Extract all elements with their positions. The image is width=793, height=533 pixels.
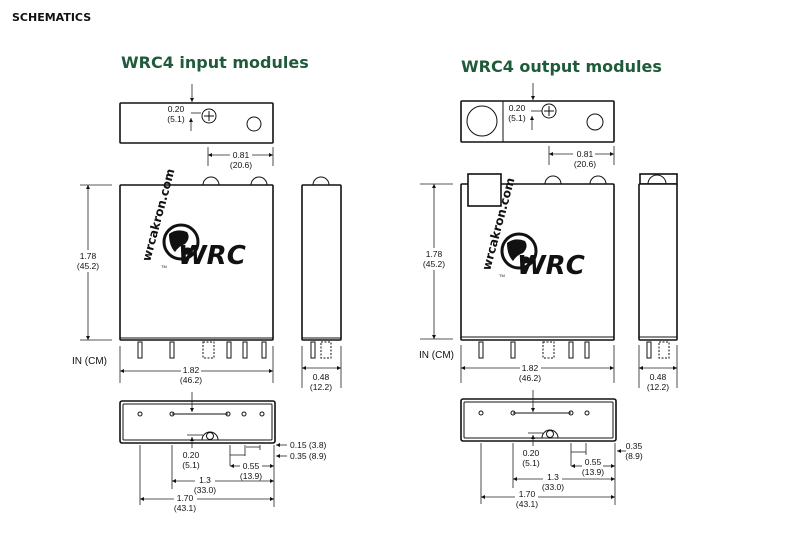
input-top-view: 0.20 (5.1) 0.81 (20.6) (119, 84, 274, 170)
dim-label: (33.0) (542, 482, 564, 492)
input-module-title: WRC4 input modules (121, 53, 309, 72)
dim-label: 0.15 (3.8) (290, 440, 327, 450)
output-front-view: wrcakron.com WRC TM 1.78 (45.2) IN (CM) (419, 173, 615, 383)
dim-label: (43.1) (516, 499, 538, 509)
screw-terminal-icon (541, 103, 557, 119)
logo-tm: TM (499, 273, 505, 278)
dim-label: 1.78 (426, 249, 443, 259)
relay-housing (467, 173, 502, 207)
dim-label: 1.82 (522, 363, 539, 373)
input-module: WRC4 input modules 0.20 (5.1) 0.81 (20.6… (72, 53, 342, 513)
led-hole (586, 113, 604, 131)
dim-label: (46.2) (180, 375, 202, 385)
dim-label: 1.3 (547, 472, 559, 482)
dim-label: (12.2) (310, 382, 332, 392)
dim-label: 1.70 (519, 489, 536, 499)
input-bottom-view: 0.20 (5.1) 0.15 (3.8) 0.35 (8.9) 0.55 (1… (119, 392, 327, 513)
pins (478, 341, 590, 359)
output-top-view: 0.20 (5.1) 0.81 (20.6) (460, 83, 615, 169)
dim-label: (46.2) (519, 373, 541, 383)
dim-label: (20.6) (230, 160, 252, 170)
pins (137, 341, 267, 359)
dim-label: 0.81 (577, 149, 594, 159)
screw-terminal-icon (201, 108, 217, 124)
dim-label: 0.55 (243, 461, 260, 471)
dim-label: (5.1) (522, 458, 540, 468)
output-module-title: WRC4 output modules (461, 57, 662, 76)
section-heading: SCHEMATICS (12, 11, 91, 24)
units-label: IN (CM) (72, 356, 107, 367)
dim-label: (43.1) (174, 503, 196, 513)
units-label: IN (CM) (419, 350, 454, 361)
dim-label: (5.1) (167, 114, 185, 124)
logo-brand: WRC (517, 251, 585, 281)
dim-label: 0.55 (585, 457, 602, 467)
dim-label: 1.3 (199, 475, 211, 485)
led-hole (246, 116, 262, 132)
relay-window (466, 105, 498, 137)
dim-label: 0.20 (168, 104, 185, 114)
dim-label: (12.2) (647, 382, 669, 392)
output-side-view: 0.48 (12.2) (638, 173, 678, 392)
dim-label: (8.9) (625, 451, 643, 461)
dim-label: 0.20 (523, 448, 540, 458)
dim-label: 0.48 (650, 372, 667, 382)
dim-label: 1.82 (183, 365, 200, 375)
output-module: WRC4 output modules 0.20 (5.1) 0.81 (20.… (419, 57, 678, 509)
logo-tm: TM (161, 264, 167, 269)
input-side-view: 0.48 (12.2) (301, 176, 342, 392)
dim-label: 0.20 (509, 103, 526, 113)
dim-label: 0.48 (313, 372, 330, 382)
dim-label: (45.2) (423, 259, 445, 269)
dim-label: (13.9) (582, 467, 604, 477)
dim-label: (20.6) (574, 159, 596, 169)
dim-label: (45.2) (77, 261, 99, 271)
dim-label: 1.78 (80, 251, 97, 261)
dim-label: 0.35 (8.9) (290, 451, 327, 461)
dim-label: (33.0) (194, 485, 216, 495)
dim-label: 0.81 (233, 150, 250, 160)
output-bottom-view: 0.20 (5.1) 0.35 (8.9) 0.55 (13.9) 1.3 (3… (460, 390, 643, 509)
input-front-view: wrcakron.com WRC TM 1.78 (45.2) IN (CM) (72, 167, 274, 385)
dim-label: (5.1) (182, 460, 200, 470)
dim-label: 0.20 (183, 450, 200, 460)
logo-brand: WRC (178, 241, 246, 271)
dim-label: 0.35 (626, 441, 643, 451)
dim-label: 1.70 (177, 493, 194, 503)
dim-label: (5.1) (508, 113, 526, 123)
dim-label: (13.9) (240, 471, 262, 481)
